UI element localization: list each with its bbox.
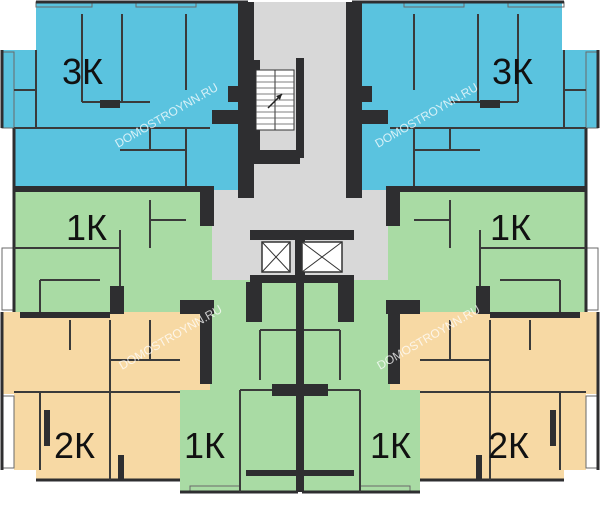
apartment-3k-top-right — [352, 2, 598, 190]
label-bottom-left-inner: 1К — [184, 425, 225, 466]
label-top-right: 3К — [492, 51, 533, 92]
outer-walls — [0, 0, 600, 494]
label-mid-left: 1К — [66, 207, 107, 248]
apartment-2k-bottom-left — [2, 312, 210, 480]
elevator-icon — [301, 241, 343, 273]
partitions — [14, 14, 586, 492]
label-mid-right: 1К — [490, 207, 531, 248]
apartment-1k-bottom-left-inner — [180, 280, 298, 492]
stair-icon — [255, 69, 295, 131]
label-top-left: 3К — [62, 51, 103, 92]
label-bottom-left-outer: 2К — [54, 425, 95, 466]
label-bottom-right-outer: 2К — [488, 425, 529, 466]
elevator-icon — [261, 241, 291, 273]
apartment-2k-bottom-right — [390, 312, 598, 480]
apartment-1k-bottom-right-inner — [302, 280, 420, 492]
label-bottom-right-inner: 1К — [370, 425, 411, 466]
core-walls — [14, 2, 586, 492]
